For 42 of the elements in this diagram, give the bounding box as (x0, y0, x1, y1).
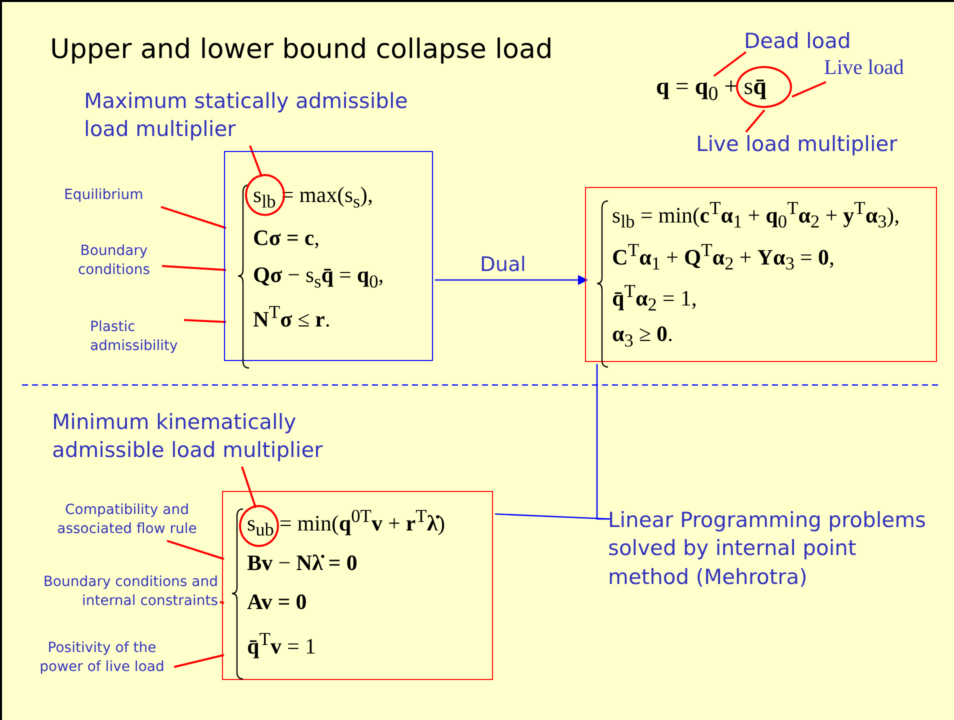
annotation-label: Positivity of the power of live load (32, 639, 172, 677)
equation: N$^{T}$σ ≤ r. (253, 302, 330, 332)
leader-line (184, 319, 226, 323)
annotation-label: Linear Programming problems solved by internal point method (Mehrotra) (608, 506, 928, 592)
annotation-label: Minimum kinematically admissible load multiplier (52, 408, 352, 465)
equation: q = q$_{0}$ + sq̄ (656, 74, 766, 106)
annotation-label: Plastic admissibility (90, 318, 200, 356)
annotation-label: Boundary conditions (68, 242, 160, 280)
annotation-label: Live load multiplier (696, 130, 926, 158)
equation: Qσ − s$_{s}$q̄ = q$_{0}$, (253, 262, 384, 292)
leader-line (174, 654, 224, 668)
leader-line (166, 540, 224, 560)
equation: C$^{T}$α$_{1}$ + Q$^{T}$α$_{2}$ + Yα$_{3}$ = 0, (612, 240, 834, 275)
leader-line (162, 265, 226, 271)
annotation-label: Maximum statically admissible load multiplier (84, 87, 434, 144)
equation: Av = 0 (247, 589, 307, 615)
connector-line (494, 513, 610, 520)
slide-title: Upper and lower bound collapse load (50, 34, 553, 65)
leader-line (241, 466, 257, 508)
annotation-label: Live load (824, 53, 924, 82)
arrow (435, 275, 588, 285)
equation: q̄$^{T}$v = 1 (247, 629, 316, 660)
edge-label: Dual (480, 252, 526, 276)
equation-box (222, 491, 493, 680)
equation: s$_{lb}$ = min(c$^{T}$α$_{1}$ + q$_{0}$$^{T}$α$_{2}$ + y$^{T}$α$_{3}$), (612, 198, 900, 233)
equation: Cσ = c, (253, 225, 320, 251)
leader-line (220, 601, 224, 604)
leader-line (713, 51, 747, 77)
equation: q̄$^{T}$α$_{2}$ = 1, (612, 281, 697, 316)
annotation-label: Equilibrium (64, 186, 159, 205)
annotation-label: Compatibility and associated flow rule (52, 501, 202, 539)
leader-line (160, 206, 226, 229)
leader-line (792, 81, 826, 98)
equation: s$_{ub}$ = min(q$^{0T}$v + r$^{T}$λ̇) (247, 506, 446, 541)
equation: Bv − Nλ̇ = 0 (247, 550, 358, 576)
leader-line (745, 109, 766, 133)
annotation-label: Boundary conditions and internal constraints (28, 573, 218, 611)
equation: α$_{3}$ ≥ 0. (612, 321, 674, 352)
highlight-circle (736, 66, 792, 108)
highlight-circle (239, 505, 279, 547)
annotation-label: Dead load (744, 27, 864, 56)
leader-line (249, 145, 263, 178)
